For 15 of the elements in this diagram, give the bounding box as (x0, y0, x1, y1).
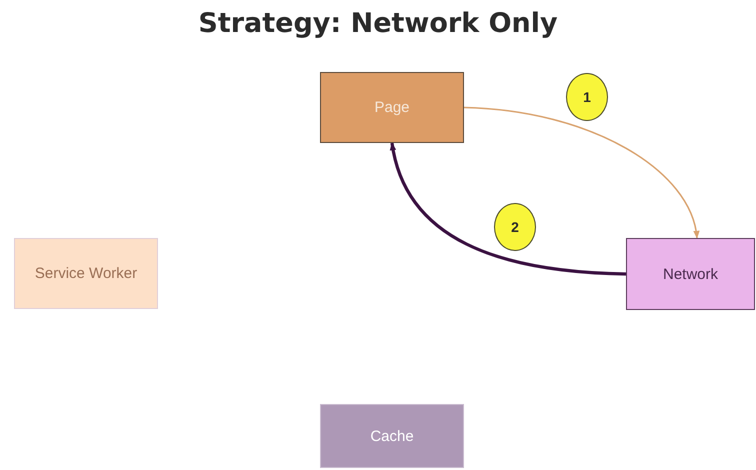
arrow (464, 106, 699, 239)
step-number: 1 (583, 89, 591, 105)
node-label: Page (374, 99, 410, 116)
process-box (320, 404, 464, 468)
diagram-title: Strategy: Network Only (197, 8, 559, 39)
process-box (320, 72, 464, 143)
arrow (390, 142, 626, 276)
step-number: 2 (511, 219, 519, 235)
node-label: Network (662, 266, 718, 282)
node-label: Service Worker (34, 265, 138, 282)
process-box (626, 238, 755, 310)
process-box (14, 238, 158, 309)
step-number-circle (566, 73, 608, 121)
step-number-circle (494, 203, 536, 251)
node-label: Cache (370, 428, 414, 444)
